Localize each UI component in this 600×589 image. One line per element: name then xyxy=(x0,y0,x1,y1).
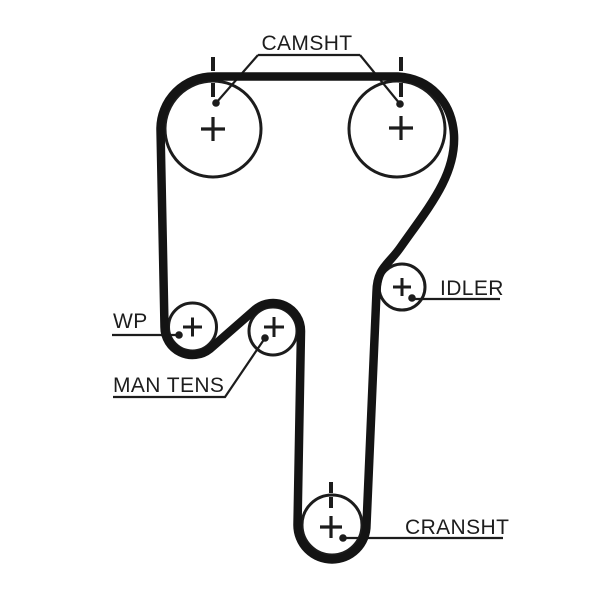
leader-manual-tensioner xyxy=(113,337,266,399)
timing-belt xyxy=(156,72,459,564)
label-manual-tensioner: MAN TENS xyxy=(113,374,224,397)
label-water-pump: WP xyxy=(113,310,148,333)
center-mark-crankshaft xyxy=(320,516,342,538)
pulleys xyxy=(163,79,447,557)
leader-dot-water-pump xyxy=(175,331,183,339)
center-mark-manual-tensioner xyxy=(264,317,284,337)
leader-dot-idler xyxy=(408,294,416,302)
leader-dot-crankshaft xyxy=(339,534,347,542)
center-mark-camshaft-right xyxy=(389,116,413,140)
center-mark-camshaft-left xyxy=(201,117,225,141)
labels: CAMSHT IDLER WP MAN TENS CRANSHT xyxy=(113,32,509,539)
callouts xyxy=(112,53,503,542)
leader-dot-camshaft-left xyxy=(212,99,220,107)
center-marks xyxy=(183,116,413,538)
center-mark-water-pump xyxy=(183,317,202,337)
timing-marks xyxy=(211,57,403,508)
label-crankshaft: CRANSHT xyxy=(405,516,509,539)
label-idler: IDLER xyxy=(440,277,504,300)
leader-dot-manual-tensioner xyxy=(261,334,269,342)
leader-dot-camshaft-right xyxy=(396,100,404,108)
label-camshaft: CAMSHT xyxy=(261,32,352,55)
center-mark-idler xyxy=(393,278,411,296)
